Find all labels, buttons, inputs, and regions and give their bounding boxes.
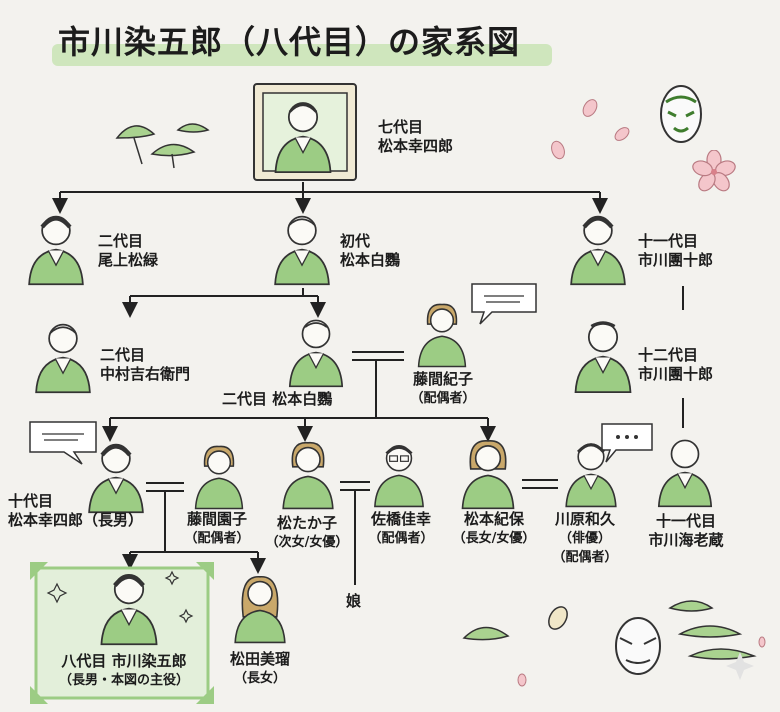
name-text: 松本幸四郎（長男） <box>8 511 144 529</box>
label-hakuo1: 初代 松本白鸚 <box>340 232 400 270</box>
role-text: （長女/女優） <box>452 531 536 546</box>
name-text: 市川團十郎 <box>638 365 714 383</box>
role-text: （長女） <box>233 671 286 686</box>
name-text: 松本白鸚 <box>340 251 401 269</box>
role-text: （長男・本図の主役） <box>58 673 189 688</box>
speech-bubble-icon <box>29 421 97 465</box>
name-text: 松本幸四郎 <box>378 137 454 155</box>
name-text: 松たか子 <box>276 514 337 532</box>
role-text: （配偶者） <box>552 550 618 565</box>
role-text: （配偶者） <box>368 531 434 546</box>
label-matsutakako: 松たか子 （次女/女優） <box>262 514 352 552</box>
generation-text: 七代目 <box>378 118 424 136</box>
title-highlight <box>52 44 552 66</box>
portrait-ebizo <box>657 439 713 508</box>
label-hakuo2: 二代目 松本白鸚 <box>222 390 332 409</box>
label-koshiro10: 十代目 松本幸四郎（長男） <box>8 492 143 530</box>
label-onoe-shoroku: 二代目 尾上松緑 <box>98 232 158 270</box>
label-kawahara: 川原和久 （俳優） （配偶者） <box>540 510 630 567</box>
portrait-sonoko <box>194 445 244 510</box>
name-text: 松田美瑠 <box>229 650 290 668</box>
portrait-hakuo2 <box>288 319 344 388</box>
portrait-danjuro11 <box>570 215 626 286</box>
portrait-gen7-koshiro <box>274 102 332 173</box>
label-kichiemon: 二代目 中村吉右衛門 <box>100 346 190 384</box>
pine-branch-icon <box>115 123 210 169</box>
name-text: 佐橋佳幸 <box>370 510 431 528</box>
generation-text: 十一代目 <box>638 232 699 250</box>
role-text: （配偶者） <box>410 391 476 406</box>
name-text: 川原和久 <box>554 510 615 528</box>
portrait-miru <box>234 575 286 644</box>
name-text: 松本紀保 <box>463 510 524 528</box>
speech-bubble-icon <box>471 283 537 325</box>
label-miru: 松田美瑠 （長女） <box>218 650 302 688</box>
bottom-decor <box>462 600 766 687</box>
name-text: 藤間園子 <box>186 510 247 528</box>
name-text: 二代目 松本白鸚 <box>222 390 333 408</box>
portrait-noriko <box>417 303 467 368</box>
portrait-matsutakako <box>282 441 334 510</box>
label-ebizo: 十一代目 市川海老蔵 <box>636 512 736 550</box>
label-somegoro8: 八代目 市川染五郎 （長男・本図の主役） <box>34 652 214 690</box>
generation-text: 初代 <box>340 232 371 250</box>
name-text: 市川團十郎 <box>638 251 714 269</box>
cherry-blossom-icon <box>692 150 736 192</box>
generation-text: 二代目 <box>98 232 144 250</box>
portrait-somegoro8 <box>100 574 158 646</box>
portrait-kawahara <box>565 443 617 508</box>
role-text: （俳優） <box>558 531 611 546</box>
label-sahashi: 佐橋佳幸 （配偶者） <box>356 510 446 548</box>
portrait-kiho <box>461 440 515 510</box>
label-danjuro12: 十二代目 市川團十郎 <box>638 346 713 384</box>
kabuki-mask-icon <box>660 85 702 143</box>
role-text: （次女/女優） <box>265 535 349 550</box>
cherry-petals-icon <box>551 99 630 160</box>
name-text: 藤間紀子 <box>412 370 473 388</box>
generation-text: 十一代目 <box>655 512 716 530</box>
name-text: 娘 <box>346 592 362 610</box>
label-sonoko: 藤間園子 （配偶者） <box>172 510 262 548</box>
portrait-kichiemon <box>35 323 91 394</box>
label-danjuro11: 十一代目 市川團十郎 <box>638 232 713 270</box>
generation-text: 十二代目 <box>638 346 699 364</box>
name-text: 八代目 市川染五郎 <box>61 652 187 670</box>
label-gen7-koshiro: 七代目 松本幸四郎 <box>378 118 453 156</box>
portrait-danjuro12 <box>574 321 632 393</box>
portrait-sahashi <box>374 445 424 508</box>
name-text: 市川海老蔵 <box>648 531 724 549</box>
generation-text: 十代目 <box>8 492 54 510</box>
page-title: 市川染五郎（八代目）の家系図 <box>58 23 521 61</box>
label-kiho: 松本紀保 （長女/女優） <box>444 510 544 548</box>
name-text: 尾上松緑 <box>98 251 159 269</box>
role-text: （配偶者） <box>184 531 250 546</box>
label-noriko: 藤間紀子 （配偶者） <box>398 370 488 408</box>
generation-text: 二代目 <box>100 346 146 364</box>
name-text: 中村吉右衛門 <box>100 365 191 383</box>
portrait-onoe-shoroku <box>28 215 84 286</box>
portrait-hakuo1 <box>274 215 330 286</box>
label-daughter: 娘 <box>346 592 361 611</box>
portrait-koshiro10 <box>88 443 144 514</box>
